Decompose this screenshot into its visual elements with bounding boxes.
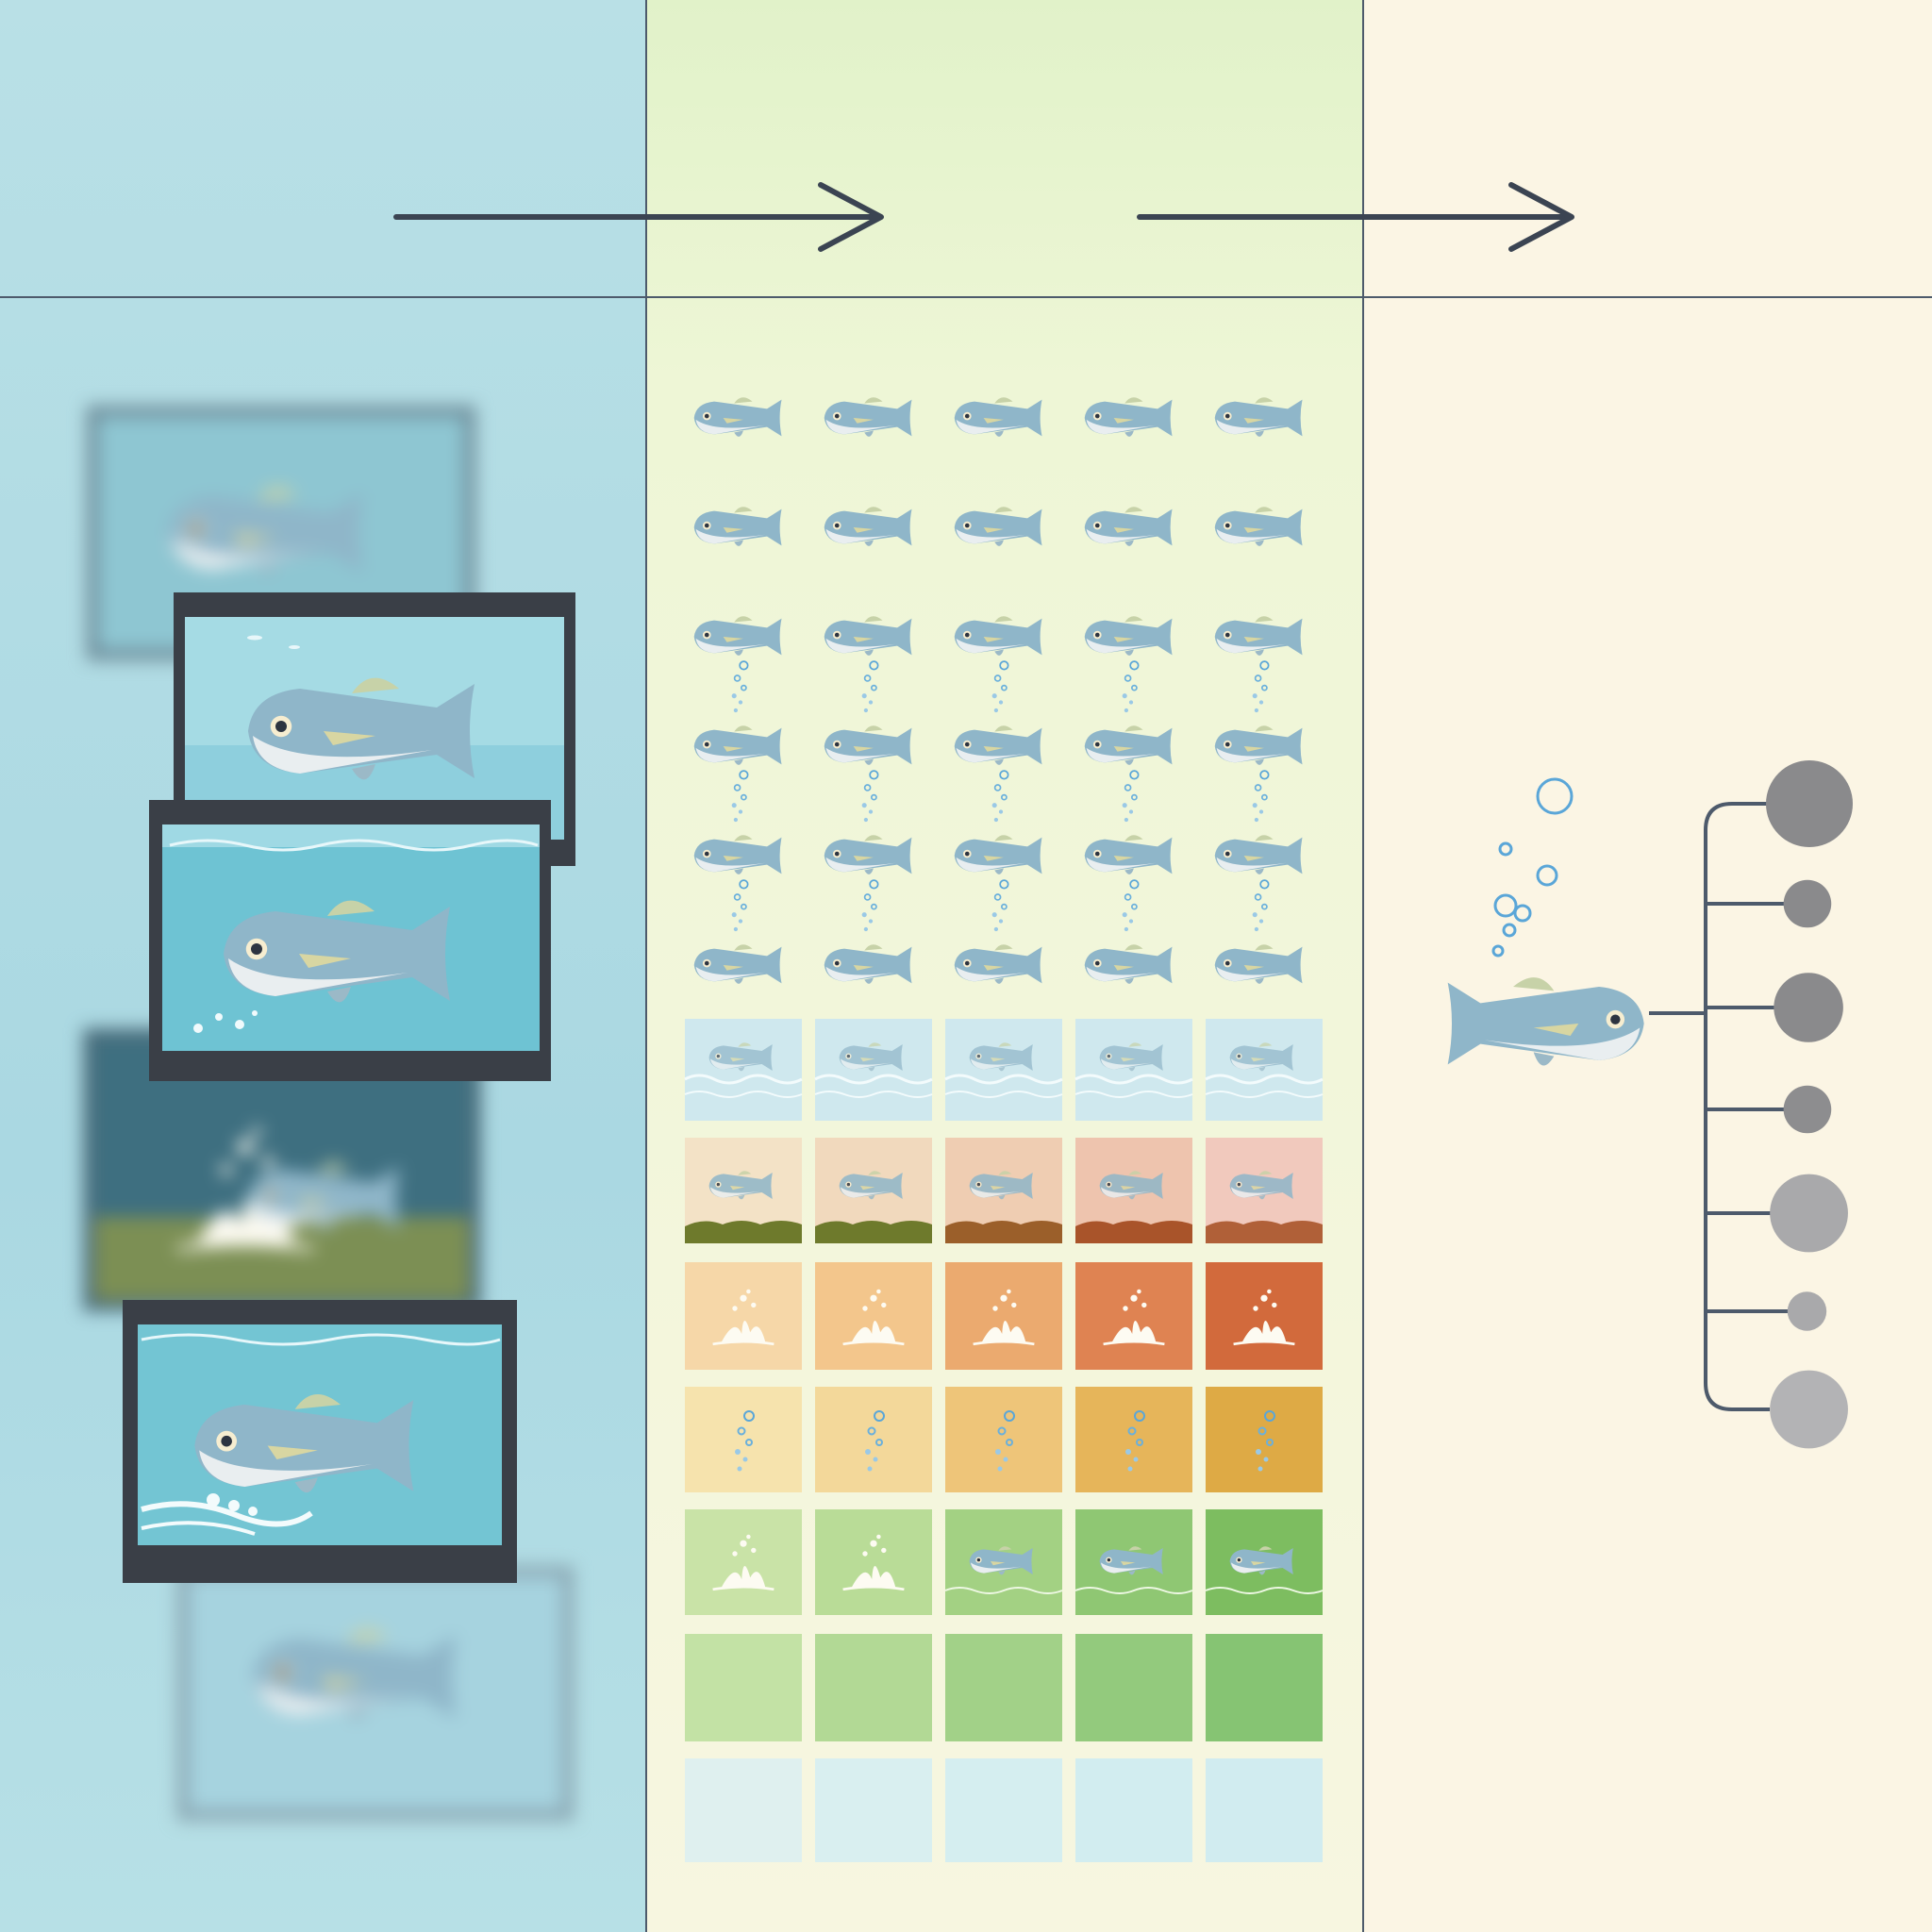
grid-tile <box>815 1262 932 1370</box>
grid-tile <box>945 1758 1062 1862</box>
grid-tile <box>814 1019 933 1121</box>
detected-fish <box>1447 977 1644 1066</box>
grid-tile <box>815 1138 932 1243</box>
grid-tile <box>1075 1634 1192 1741</box>
class-node <box>1766 760 1853 847</box>
grid-tile <box>944 1019 1063 1121</box>
stage-divider-2 <box>1362 0 1364 1932</box>
grid-tile <box>1206 1262 1323 1370</box>
grid-tile <box>1205 1509 1324 1615</box>
grid-tile <box>1206 1387 1323 1492</box>
grid-tile <box>685 1509 802 1615</box>
grid-tile <box>1206 1634 1323 1741</box>
stage-divider-1 <box>645 0 647 1932</box>
class-node <box>1706 1085 1832 1134</box>
class-node <box>1706 879 1832 928</box>
grid-tile <box>1074 1509 1193 1615</box>
grid-tile <box>1206 1758 1323 1862</box>
class-node <box>1706 973 1843 1042</box>
class-node <box>1770 1370 1848 1449</box>
grid-tile <box>945 1138 1062 1243</box>
flow-arrow-1 <box>393 182 884 252</box>
grid-tile <box>1075 1138 1192 1243</box>
class-node <box>1706 1291 1827 1331</box>
grid-tile <box>944 1509 1063 1615</box>
grid-tile <box>815 1634 932 1741</box>
grid-tile <box>685 1387 802 1492</box>
grid-tile <box>945 1634 1062 1741</box>
grid-tile <box>1075 1387 1192 1492</box>
grid-tile <box>684 1019 803 1121</box>
frame-blurred-3 <box>177 1566 574 1821</box>
grid-tile <box>1206 1138 1323 1243</box>
grid-tile <box>685 1262 802 1370</box>
fish-bubbles <box>1491 777 1574 958</box>
frame-2 <box>149 800 551 1081</box>
grid-tile <box>685 1138 802 1243</box>
stage-classification-panel <box>1363 0 1932 1932</box>
grid-tile <box>815 1387 932 1492</box>
grid-tile <box>945 1387 1062 1492</box>
header-divider <box>0 296 1932 298</box>
frame-3 <box>123 1300 517 1583</box>
grid-tile <box>1205 1019 1324 1121</box>
grid-tile <box>1074 1019 1193 1121</box>
grid-tile <box>815 1509 932 1615</box>
grid-tile <box>1075 1262 1192 1370</box>
grid-tile <box>815 1758 932 1862</box>
flow-arrow-2 <box>1137 182 1574 252</box>
grid-tile <box>685 1634 802 1741</box>
class-node <box>1706 1174 1848 1253</box>
grid-tile <box>945 1262 1062 1370</box>
grid-tile <box>1075 1758 1192 1862</box>
grid-tile <box>685 1758 802 1862</box>
